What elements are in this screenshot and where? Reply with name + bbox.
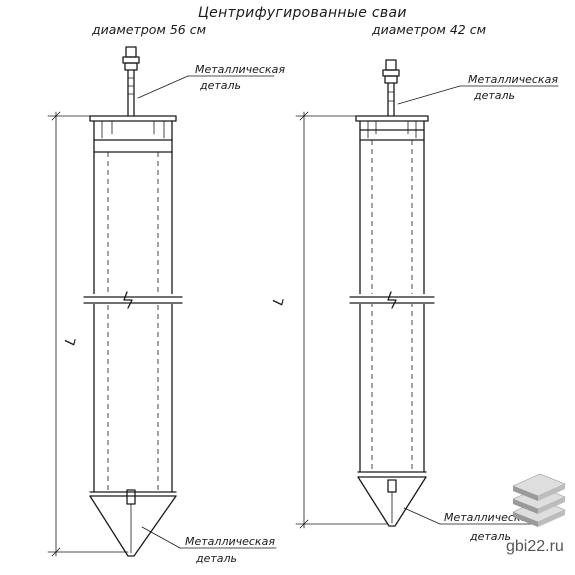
pile-56-tip <box>89 489 177 557</box>
drawing-title: Центрифугированные сваи <box>198 5 407 21</box>
pile-56-drawing: L Металлическая деталь Металлическая дет… <box>47 46 285 565</box>
pile-56-break <box>83 291 183 309</box>
pile-56-length-dimension: L <box>47 111 129 557</box>
pile-56-top-label-line2: деталь <box>199 79 241 92</box>
watermark-logo: gbi22.ru <box>506 473 566 555</box>
pile-56-diameter-label: диаметром 56 см <box>91 22 206 37</box>
pile-56-head-plate <box>89 115 177 139</box>
pile-56-shaft <box>93 120 173 493</box>
pile-42-bottom-label-line2: деталь <box>469 530 511 543</box>
pile-42-tip <box>357 471 427 527</box>
stacked-slabs-icon <box>512 473 566 527</box>
pile-42-length-dimension: L <box>270 111 389 529</box>
pile-42-top-label-line1: Металлическая <box>468 73 558 86</box>
pile-42-bottom-callout: Металлическая деталь <box>403 507 537 543</box>
pile-42-drawing: L Металлическая деталь Металлическая дет… <box>270 59 559 543</box>
pile-56-bottom-callout: Металлическая деталь <box>141 526 277 565</box>
pile-42-length-symbol: L <box>270 295 287 307</box>
pile-42-bottom-label-line1: Металлическая <box>444 511 534 524</box>
pile-42-anchor-bolt <box>382 59 400 117</box>
pile-56-bottom-label-line2: деталь <box>195 552 237 565</box>
pile-56-top-callout: Металлическая деталь <box>137 63 285 99</box>
pile-56-anchor-bolt <box>122 46 140 117</box>
pile-42-head-plate <box>355 115 429 139</box>
pile-56-length-symbol: L <box>62 335 79 347</box>
watermark-text: gbi22.ru <box>506 538 564 555</box>
pile-42-top-callout: Металлическая деталь <box>397 73 559 105</box>
pile-56-bottom-label-line1: Металлическая <box>185 535 275 548</box>
pile-42-diameter-label: диаметром 42 см <box>371 22 486 37</box>
pile-42-top-label-line2: деталь <box>473 89 515 102</box>
pile-42-break <box>349 291 435 309</box>
pile-56-top-label-line1: Металлическая <box>195 63 285 76</box>
